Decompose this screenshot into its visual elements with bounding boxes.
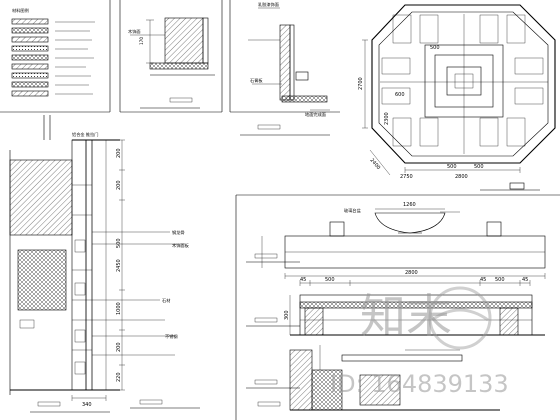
- svg-text:170: 170: [139, 37, 144, 45]
- svg-text:石膏板: 石膏板: [250, 77, 263, 84]
- plan-dim: 2400: [368, 157, 381, 171]
- wall-detail-section-1: 170 木饰面: [128, 17, 215, 109]
- counter-dim: 45: [300, 277, 306, 283]
- legend-swatch: [11, 90, 49, 97]
- wall-detail-section-2: 乳胶漆饰面 石膏板 地面完成面: [240, 1, 330, 136]
- counter-dim: 300: [284, 310, 290, 320]
- plan-dim: 500: [474, 164, 484, 170]
- svg-text:地面完成面: 地面完成面: [305, 111, 326, 118]
- wall-section-large: 铝合金 推拉门 钢龙骨 木饰面板 石材 不锈钢 200 200 500 2450…: [9, 115, 200, 413]
- counter-elevation: 45 500 45 500 45 300: [246, 277, 545, 411]
- material-legend: 材料图例: [11, 7, 95, 97]
- plan-dim: 2750: [400, 174, 413, 180]
- section-dim: 500: [116, 238, 122, 248]
- svg-text:石材: 石材: [162, 297, 170, 304]
- counter-dim: 500: [325, 277, 335, 283]
- section-dim: 1000: [116, 302, 122, 315]
- elev-dim: 1260: [403, 202, 416, 208]
- svg-text:不锈钢: 不锈钢: [165, 333, 178, 340]
- section-dim: 200: [116, 148, 122, 158]
- ceiling-plan: 500 500 500 2800 2750 2700 2300 600 2400: [358, 4, 556, 191]
- svg-text:乳胶漆饰面: 乳胶漆饰面: [258, 1, 279, 8]
- svg-text:木饰面: 木饰面: [128, 28, 141, 35]
- section-dim: 2450: [116, 259, 122, 272]
- svg-text:铝合金 推拉门: 铝合金 推拉门: [72, 131, 98, 138]
- plan-dim: 600: [395, 92, 405, 98]
- plan-dim: 2800: [455, 174, 468, 180]
- watermark: 知末 ID: 164839133: [330, 286, 509, 398]
- legend-swatch: [11, 81, 49, 88]
- legend-swatch: [11, 72, 49, 79]
- legend-swatch: [11, 45, 49, 52]
- svg-text:木饰面板: 木饰面板: [172, 242, 190, 249]
- watermark-logo-icon: [428, 286, 492, 350]
- elev-dim: 2800: [405, 270, 418, 276]
- plan-dim: 2300: [384, 112, 390, 125]
- plan-dim: 500: [447, 164, 457, 170]
- watermark-logo-text: 知末: [360, 289, 452, 343]
- section-dim: 200: [116, 180, 122, 190]
- plan-dim: 500: [430, 45, 440, 51]
- basin-elevation: 1260 2800 玻璃台盆: [246, 202, 546, 279]
- legend-swatch: [11, 18, 49, 25]
- section-dim: 340: [82, 402, 92, 408]
- counter-dim: 45: [522, 277, 528, 283]
- counter-dim: 500: [495, 277, 505, 283]
- legend-swatch: [11, 54, 49, 61]
- legend-swatch: [11, 36, 49, 43]
- legend-swatch: [11, 27, 49, 34]
- section-dim: 220: [116, 372, 122, 382]
- section-dim: 200: [116, 342, 122, 352]
- legend-swatch: [11, 63, 49, 70]
- plan-dim: 2700: [358, 77, 364, 90]
- watermark-id: ID: 164839133: [330, 370, 509, 398]
- counter-dim: 45: [480, 277, 486, 283]
- svg-text:钢龙骨: 钢龙骨: [172, 229, 185, 236]
- legend-title: 材料图例: [12, 7, 29, 14]
- svg-text:玻璃台盆: 玻璃台盆: [344, 207, 362, 214]
